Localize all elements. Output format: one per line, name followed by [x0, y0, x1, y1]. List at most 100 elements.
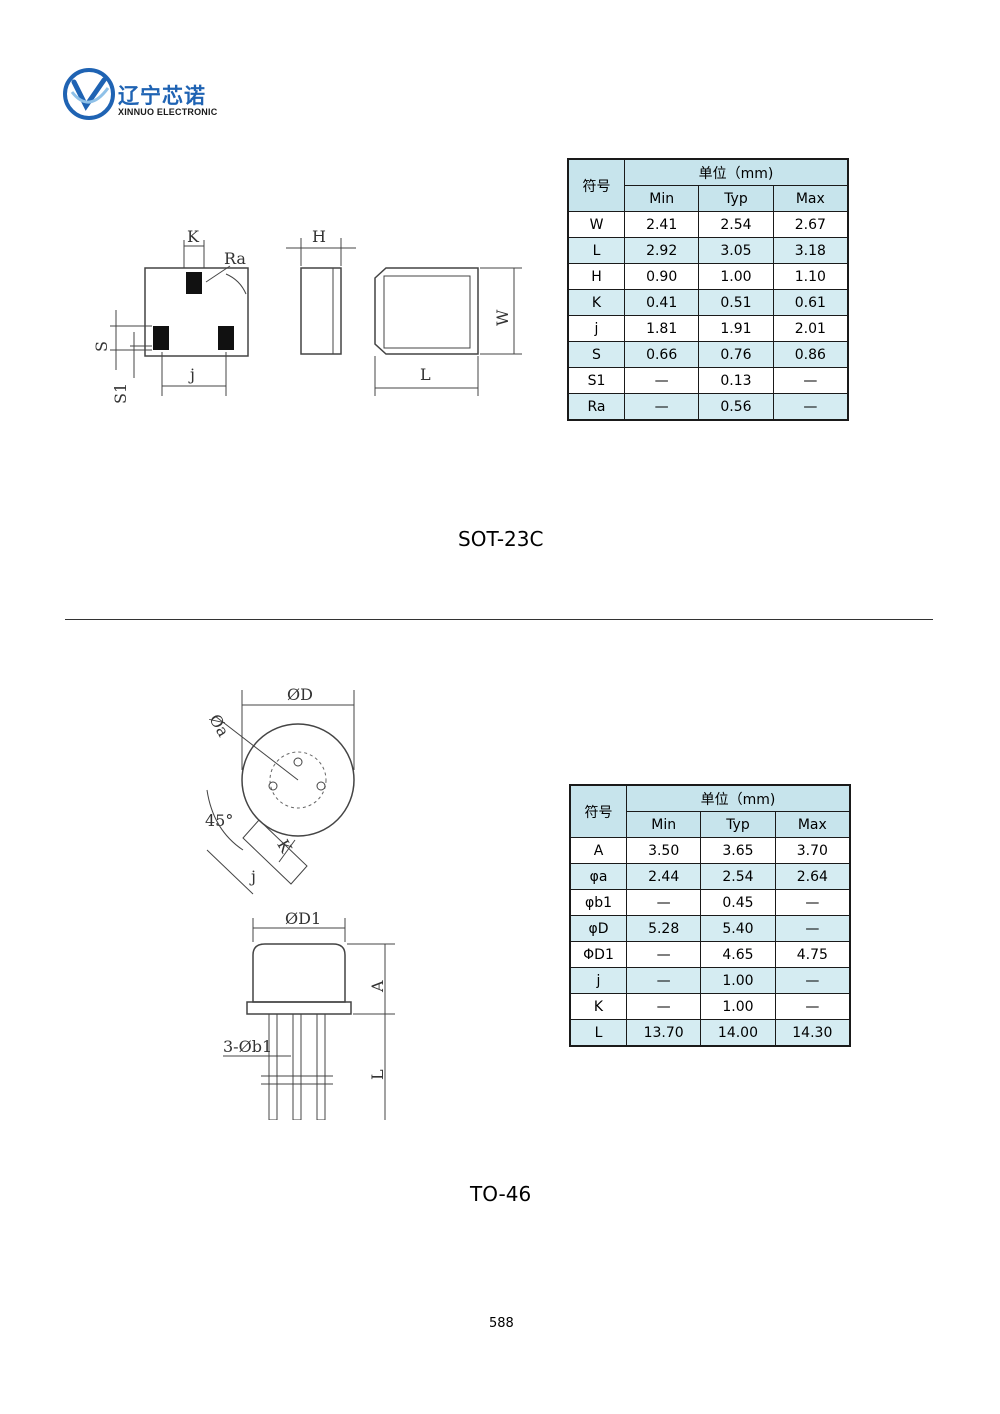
row-typ: 5.40 [700, 915, 776, 942]
table-row: L 2.92 3.05 3.18 [567, 237, 849, 264]
row-min: 1.81 [623, 315, 700, 342]
table-header-min: Min [623, 185, 700, 212]
row-max: — [774, 889, 851, 916]
sot-label-s: S [92, 341, 111, 352]
row-typ: 0.56 [698, 393, 774, 421]
to-label-a: Øa [205, 711, 233, 741]
row-max: — [772, 393, 849, 421]
row-max: 2.01 [772, 315, 849, 342]
row-symbol: W [567, 211, 625, 238]
row-max: 4.75 [774, 941, 851, 968]
row-min: — [623, 393, 700, 421]
sot-label-k: K [187, 227, 200, 246]
sot-label-s1: S1 [111, 383, 130, 404]
row-symbol: ΦD1 [569, 941, 627, 968]
row-symbol: H [567, 263, 625, 290]
row-min: — [625, 941, 702, 968]
brand-name-en: XINNUO ELECTRONIC [118, 107, 218, 117]
row-symbol: φb1 [569, 889, 627, 916]
table-row: K — 1.00 — [569, 993, 851, 1020]
table-row: H 0.90 1.00 1.10 [567, 263, 849, 290]
table-row: W 2.41 2.54 2.67 [567, 211, 849, 238]
to-label-angle: 45° [205, 811, 233, 830]
row-max: — [774, 967, 851, 994]
table-row: S1 — 0.13 — [567, 367, 849, 394]
table-header-max: Max [772, 185, 849, 212]
row-max: 3.70 [774, 837, 851, 864]
row-typ: 0.51 [698, 289, 774, 316]
row-symbol: K [569, 993, 627, 1020]
row-typ: 0.45 [700, 889, 776, 916]
to-label-b1: 3-Øb1 [223, 1037, 272, 1056]
to-label-j: j [249, 867, 256, 886]
table-row: φb1 — 0.45 — [569, 889, 851, 916]
row-typ: 1.91 [698, 315, 774, 342]
row-min: 2.92 [623, 237, 700, 264]
row-min: — [625, 993, 702, 1020]
table-row: K 0.41 0.51 0.61 [567, 289, 849, 316]
page-number: 588 [489, 1316, 514, 1331]
to-label-l: L [368, 1069, 387, 1080]
sot-label-ra: Ra [224, 249, 246, 268]
table-row: j — 1.00 — [569, 967, 851, 994]
row-symbol: j [567, 315, 625, 342]
table-row: j 1.81 1.91 2.01 [567, 315, 849, 342]
package-name-to46: TO-46 [470, 1182, 532, 1206]
row-min: 5.28 [625, 915, 702, 942]
table-header-unit: 单位（mm) [624, 158, 849, 186]
table-header-symbol: 符号 [567, 158, 625, 212]
row-max: — [774, 993, 851, 1020]
row-symbol: Ra [567, 393, 625, 421]
row-typ: 1.00 [700, 967, 776, 994]
sot23c-dimension-table: 符号 单位（mm) Min Typ Max W 2.41 2.54 2.67 L… [567, 158, 849, 421]
table-header-typ: Typ [698, 185, 774, 212]
row-typ: 1.00 [698, 263, 774, 290]
row-typ: 2.54 [698, 211, 774, 238]
to-label-d1: ØD1 [285, 909, 321, 928]
row-max: 0.61 [772, 289, 849, 316]
table-header-typ: Typ [700, 811, 776, 838]
row-symbol: S1 [567, 367, 625, 394]
to46-dimension-table: 符号 单位（mm) Min Typ Max A 3.50 3.65 3.70 φ… [569, 784, 851, 1047]
row-min: — [625, 967, 702, 994]
table-row: A 3.50 3.65 3.70 [569, 837, 851, 864]
row-typ: 3.65 [700, 837, 776, 864]
table-row: ΦD1 — 4.65 4.75 [569, 941, 851, 968]
table-header-unit: 单位（mm) [626, 784, 851, 812]
sot-label-h: H [312, 227, 326, 246]
sot-label-w: W [493, 309, 512, 326]
row-typ: 3.05 [698, 237, 774, 264]
row-max: — [772, 367, 849, 394]
row-max: 2.64 [774, 863, 851, 890]
table-header-max: Max [774, 811, 851, 838]
company-logo-icon [63, 68, 115, 120]
row-max: 3.18 [772, 237, 849, 264]
sot-label-j: j [188, 365, 195, 384]
table-row: L 13.70 14.00 14.30 [569, 1019, 851, 1047]
table-header-symbol: 符号 [569, 784, 627, 838]
to-label-a-height: A [368, 980, 387, 993]
brand-name-cn: 辽宁芯诺 [118, 84, 206, 108]
row-max: — [774, 915, 851, 942]
row-symbol: K [567, 289, 625, 316]
row-max: 14.30 [774, 1019, 851, 1047]
table-row: φa 2.44 2.54 2.64 [569, 863, 851, 890]
to46-outline-drawing: ØD Øa 45° j K ØD1 A L 3-Øb1 [205, 685, 395, 1120]
row-max: 2.67 [772, 211, 849, 238]
sot23c-outline-drawing: K Ra S S1 j H W L [92, 227, 522, 404]
row-max: 1.10 [772, 263, 849, 290]
table-header-min: Min [625, 811, 702, 838]
row-symbol: φD [569, 915, 627, 942]
row-min: 0.41 [623, 289, 700, 316]
row-symbol: j [569, 967, 627, 994]
table-row: Ra — 0.56 — [567, 393, 849, 421]
row-typ: 0.13 [698, 367, 774, 394]
row-min: — [623, 367, 700, 394]
row-symbol: L [569, 1019, 627, 1047]
row-symbol: A [569, 837, 627, 864]
row-min: — [625, 889, 702, 916]
row-typ: 1.00 [700, 993, 776, 1020]
row-symbol: L [567, 237, 625, 264]
row-min: 0.66 [623, 341, 700, 368]
row-typ: 0.76 [698, 341, 774, 368]
